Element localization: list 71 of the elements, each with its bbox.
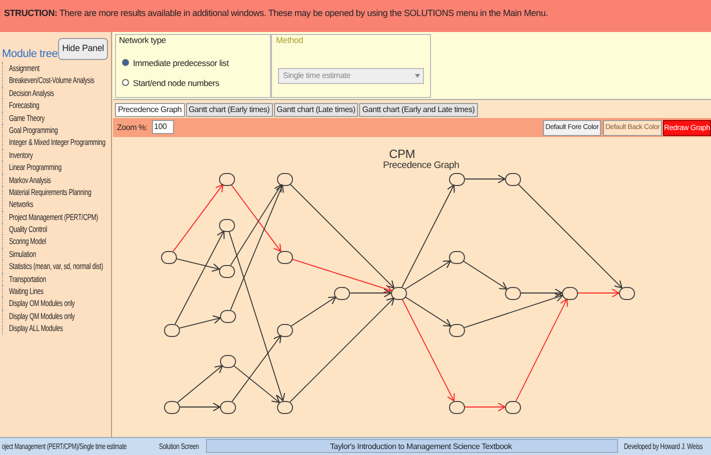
arrow [402, 298, 455, 402]
tree-item: Simulation [9, 248, 36, 260]
arrow [172, 184, 224, 252]
group-title: Method [276, 34, 304, 47]
tab: Gantt chart (Early times) [186, 103, 273, 117]
arrow [174, 230, 225, 324]
status-text: oject Management (PERT/CPM)/Single time estimate [2, 441, 127, 453]
arrow [520, 288, 562, 298]
arrow [180, 402, 220, 412]
tree-item: Display ALL Modules [9, 322, 63, 335]
arrow [516, 298, 568, 402]
arrow [230, 184, 282, 252]
arrow [350, 288, 392, 298]
arrow [464, 174, 506, 184]
arrow [179, 315, 221, 329]
group-title: Network type [119, 34, 166, 47]
tree-item: Linear Programming [9, 161, 62, 174]
hide-panel-button: Hide Panel [58, 38, 108, 60]
status-text: Solution Screen [159, 441, 199, 453]
zoom-field: 100 [152, 120, 174, 134]
arrow [232, 335, 282, 402]
radio-label: Start/end node numbers [133, 77, 220, 90]
graph-title: CPM [389, 146, 415, 161]
radio-label: Immediate predecessor list [133, 57, 229, 70]
arrow [578, 288, 620, 298]
tree-item: Display OM Modules only [9, 297, 75, 310]
dropdown: Single time estimate [278, 68, 424, 84]
tree-item: Decision Analysis [9, 86, 54, 100]
tree-item: Display QM Modules only [9, 310, 75, 322]
panel-title: Module tree [2, 47, 58, 62]
tab: Precedence Graph [115, 103, 185, 117]
arrow [518, 184, 622, 288]
tree-item: Waiting Lines [9, 285, 44, 298]
tree-item: Quality Control [9, 223, 48, 236]
arrow [462, 260, 508, 290]
arrow [177, 365, 223, 403]
tree-item: Material Requirements Planning [9, 186, 92, 198]
tree-item: Assignment [9, 62, 40, 74]
tree-item: Breakeven/Cost-Volume Analysis [9, 74, 94, 87]
graph-subtitle: Precedence Graph [383, 159, 460, 173]
tree-item: Game Theory [9, 112, 45, 124]
tree-item: Inventory [9, 148, 33, 162]
status-text: Developed by Howard J. Weiss [624, 441, 703, 453]
tree-item: Networks [9, 198, 34, 211]
tree-item: Markov Analysis [9, 174, 51, 186]
arrow [233, 365, 280, 403]
arrow [230, 184, 284, 310]
arrow [464, 402, 506, 412]
arrow [404, 260, 452, 290]
tree-item: Goal Programming [9, 124, 58, 136]
zoom-label: Zoom %: [117, 122, 148, 134]
instruction-text: STRUCTION: There are more results available in additional windows. These may be opened by using the SOLUTIONS menu in the Main Menu. [4, 8, 548, 18]
arrow [402, 184, 455, 288]
tree-item: Project Management (PERT/CPM) [9, 210, 98, 224]
arrow [292, 258, 392, 293]
tree-item: Statistics (mean, var, sd, normal dist) [9, 260, 104, 273]
tree-item: Forecasting [9, 99, 40, 112]
status-text: Taylor's Introduction to Management Science Textbook [330, 441, 512, 453]
arrow [404, 296, 452, 326]
arrow [290, 184, 394, 288]
arrow [176, 258, 220, 272]
tree-item: Transportation [9, 272, 46, 286]
tab: Gantt chart (Early and Late times) [359, 103, 478, 117]
arrow [228, 230, 286, 402]
arrow [290, 296, 336, 326]
tree-item: Scoring Model [9, 235, 46, 248]
tree-item: Integer & Mixed Integer Programming [9, 136, 106, 149]
arrow [290, 298, 394, 402]
tab: Gantt chart (Late times) [274, 103, 358, 117]
arrow [230, 184, 282, 266]
arrow [464, 293, 564, 328]
